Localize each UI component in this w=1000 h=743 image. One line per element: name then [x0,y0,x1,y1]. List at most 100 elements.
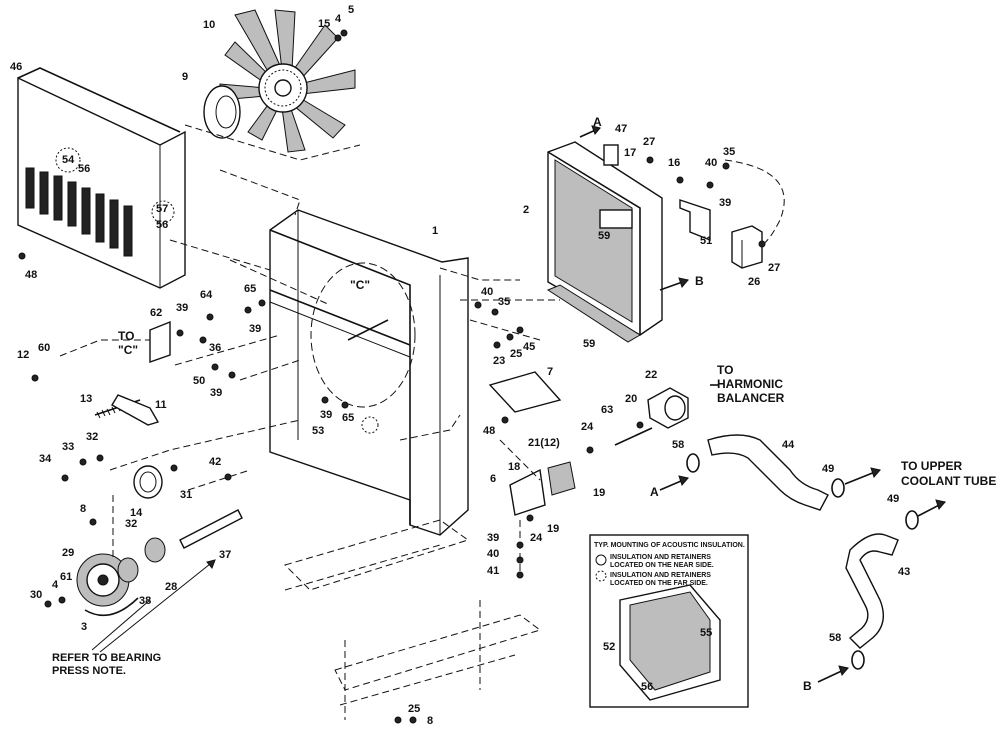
label-65-left: 65 [244,283,256,295]
label-39-b: 39 [249,323,261,335]
label-5: 5 [348,4,354,16]
label-24-upper: 24 [581,421,594,433]
label-39-f: 39 [487,532,499,544]
label-53: 53 [312,425,324,437]
label-58-bottom: 58 [829,632,841,644]
label-31: 31 [180,489,192,501]
label-56-inset: 56 [641,681,653,693]
label-26: 26 [748,276,760,288]
label-14: 14 [130,507,143,519]
label-61: 61 [60,571,72,583]
to-harmonic-line1: TO [717,363,733,377]
label-9: 9 [182,71,188,83]
shaft [179,509,243,549]
arrow-label-a-mid: A [650,485,659,499]
label-56-right: 56 [156,219,168,231]
label-39-c: 39 [210,387,222,399]
label-34: 34 [39,453,52,465]
harmonic-adapter [647,387,689,429]
c-marker: "C" [350,278,370,292]
label-29: 29 [62,547,74,559]
label-24-lower: 24 [530,532,543,544]
upper-hose [845,533,899,649]
label-39-a: 39 [176,302,188,314]
label-25-bottom: 25 [408,703,420,715]
label-62: 62 [150,307,162,319]
label-40-lower: 40 [487,548,499,560]
label-23: 23 [493,355,505,367]
arrow-label-a-top: A [593,115,602,129]
label-32-upper: 32 [86,431,98,443]
inset-near-line1: INSULATION AND RETAINERS [610,554,711,561]
label-13: 13 [80,393,92,405]
label-43: 43 [898,566,910,578]
overflow-tank [731,225,763,269]
label-33: 33 [62,441,74,453]
label-15: 15 [318,18,330,30]
base-rails [284,519,542,720]
label-45: 45 [523,341,535,353]
inset-far-line1: INSULATION AND RETAINERS [610,572,711,579]
label-12: 12 [17,349,29,361]
label-18: 18 [508,461,520,473]
label-20: 20 [625,393,637,405]
label-8-bottom: 8 [427,715,433,727]
to-c-line2: "C" [118,343,138,357]
arrow-label-b-bottom: B [803,679,812,693]
label-37: 37 [219,549,231,561]
lower-hose [707,434,829,511]
label-49-right: 49 [887,493,899,505]
label-4-bottom: 4 [52,579,59,591]
label-48-mid: 48 [483,425,495,437]
label-25-upper: 25 [510,348,522,360]
label-40-mid: 40 [481,286,493,298]
label-63: 63 [601,404,613,416]
idler-bracket [149,320,171,363]
label-39-e: 39 [719,197,731,209]
label-1: 1 [432,225,438,237]
to-c-line1: TO [118,329,134,343]
fan-spacer [203,85,241,139]
label-55: 55 [700,627,712,639]
label-19-right: 19 [593,487,605,499]
to-upper-line1: TO UPPER [901,459,962,473]
arrow-label-b-mid: B [695,274,704,288]
label-46: 46 [10,61,22,73]
callouts: TO "C" "C" A A B B TO HARMONIC BALANCER … [52,115,996,693]
label-6: 6 [490,473,496,485]
insulation-inset: TYP. MOUNTING OF ACOUSTIC INSULATION. IN… [589,534,749,708]
label-3: 3 [81,621,87,633]
assembly-guide-lines [59,124,560,575]
label-27-top: 27 [643,136,655,148]
fasteners [18,29,766,724]
radiator-baffle [546,284,641,343]
label-40-right: 40 [705,157,717,169]
label-11: 11 [155,399,167,411]
inset-title: TYP. MOUNTING OF ACOUSTIC INSULATION. [594,542,745,549]
bearing-outer [144,537,166,563]
drive-pulley [76,553,130,607]
side-panel [17,67,186,289]
to-upper-line2: COOLANT TUBE [901,474,996,488]
label-35-mid: 35 [498,296,510,308]
clamp-49-mid [831,478,845,498]
label-56-left: 56 [78,163,90,175]
label-47: 47 [615,123,627,135]
bearing-note-line1: REFER TO BEARING [52,652,161,664]
label-27-right: 27 [768,262,780,274]
inset-far-line2: LOCATED ON THE FAR SIDE. [610,580,708,587]
radiator-frame [269,209,469,536]
label-32-lower: 32 [125,518,137,530]
label-2: 2 [523,204,529,216]
label-58-mid: 58 [672,439,684,451]
label-30: 30 [30,589,42,601]
label-57: 57 [156,203,168,215]
label-36: 36 [209,342,221,354]
label-7: 7 [547,366,553,378]
label-38: 38 [139,595,151,607]
to-harmonic-line2: HARMONIC [717,377,783,391]
label-4-top: 4 [335,13,342,25]
label-19-lower: 19 [547,523,559,535]
tank-bracket [679,199,711,242]
label-41: 41 [487,565,499,577]
